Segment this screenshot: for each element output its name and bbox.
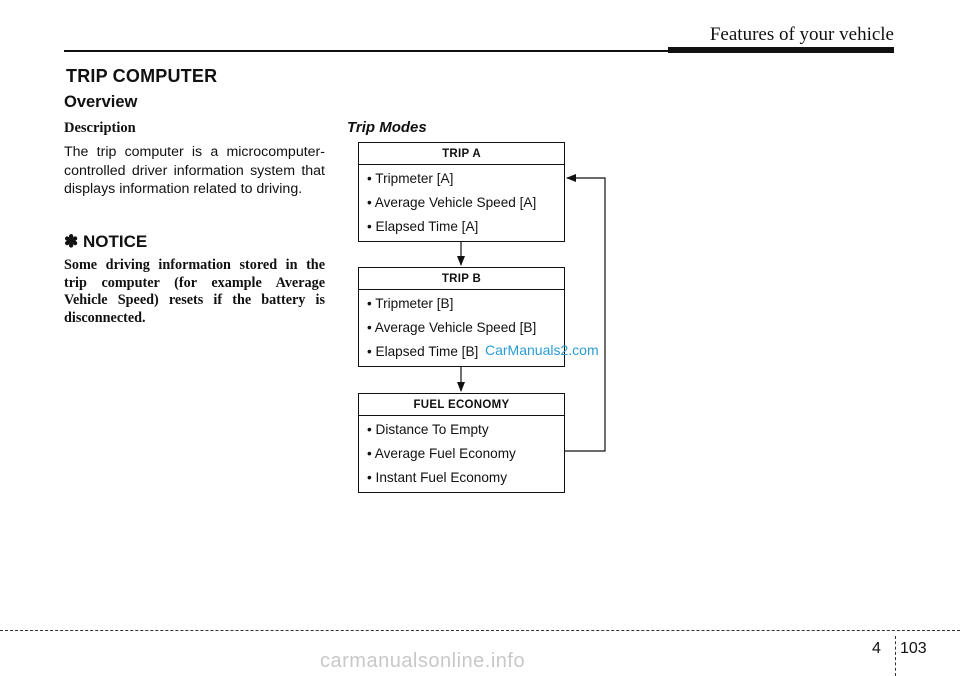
mode-item: • Instant Fuel Economy (367, 470, 508, 485)
page-number: 103 (900, 640, 927, 657)
notice-body: Some driving information stored in the t… (64, 257, 325, 326)
mode-item: • Average Vehicle Speed [A] (367, 195, 537, 210)
running-header: Features of your vehicle (709, 24, 894, 45)
watermark: CarManuals2.com (485, 342, 599, 358)
arrow-fuel-economy-to-trip-a (565, 174, 606, 452)
section-title: TRIP COMPUTER (66, 66, 218, 86)
mode-item: • Distance To Empty (367, 422, 489, 437)
footer-divider (895, 636, 896, 676)
mode-item: • Elapsed Time [A] (367, 219, 479, 234)
mode-item: • Tripmeter [B] (367, 296, 454, 311)
trip-modes-title: Trip Modes (347, 119, 427, 136)
description-heading: Description (64, 120, 136, 136)
mode-item: • Tripmeter [A] (367, 171, 454, 186)
mode-box-trip-a: TRIP A • Tripmeter [A] • Average Vehicle… (358, 142, 565, 242)
mode-item: • Elapsed Time [B] (367, 344, 479, 359)
footer-site-watermark: carmanualsonline.info (320, 650, 526, 672)
mode-box-header: TRIP B (359, 268, 564, 290)
mode-item: • Average Fuel Economy (367, 446, 516, 461)
overview-title: Overview (64, 93, 138, 111)
header-rule (64, 50, 894, 52)
description-body: The trip computer is a microcomputer-con… (64, 144, 325, 197)
mode-box-header: TRIP A (359, 143, 564, 165)
mode-item: • Average Vehicle Speed [B] (367, 320, 537, 335)
footer-rule (0, 630, 960, 631)
mode-box-fuel-economy: FUEL ECONOMY • Distance To Empty • Avera… (358, 393, 565, 493)
mode-box-trip-b: TRIP B • Tripmeter [B] • Average Vehicle… (358, 267, 565, 367)
notice-title: ✽ NOTICE (64, 232, 148, 251)
chapter-number: 4 (872, 640, 881, 657)
mode-box-header: FUEL ECONOMY (359, 394, 564, 416)
